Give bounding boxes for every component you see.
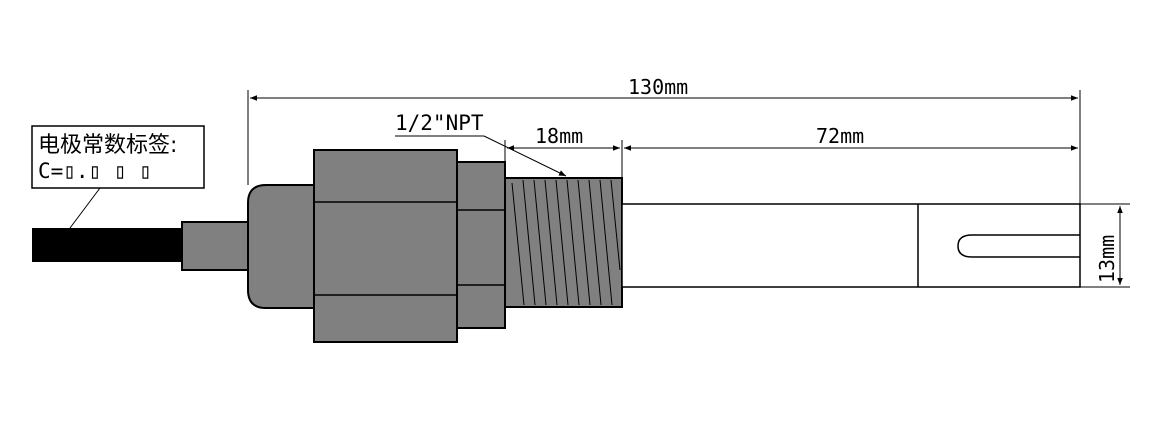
cable bbox=[32, 228, 184, 262]
hex-nut bbox=[313, 149, 458, 343]
thread-spec-label: 1/2"NPT bbox=[395, 111, 484, 135]
probe-slot bbox=[957, 234, 1080, 258]
gland-dome bbox=[247, 184, 317, 309]
thread-spec-leader bbox=[483, 135, 567, 177]
thread-lines bbox=[511, 179, 621, 306]
strain-relief bbox=[181, 221, 253, 271]
body-nut bbox=[456, 161, 506, 329]
label-title: 电极常数标签: bbox=[38, 133, 177, 158]
dim-probe-label: 72mm bbox=[816, 124, 864, 148]
label-box bbox=[31, 125, 205, 189]
dim-thread-label: 18mm bbox=[535, 124, 583, 148]
probe-body bbox=[621, 203, 1081, 288]
label-value: C=▯.▯ ▯ ▯ bbox=[38, 159, 152, 183]
dim-total-label: 130mm bbox=[628, 75, 688, 99]
label-leader bbox=[69, 187, 101, 229]
dim-diameter-label: 13mm bbox=[1095, 235, 1119, 283]
